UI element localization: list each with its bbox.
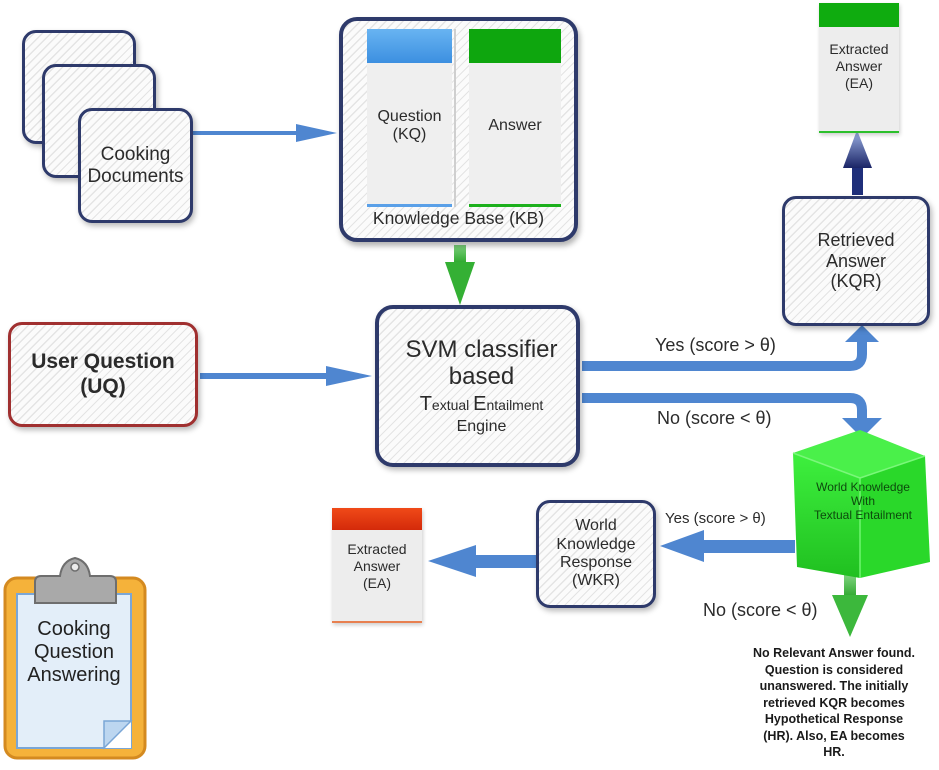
extracted-answer-top: Extracted Answer (EA) (819, 3, 899, 133)
retrieved-answer-line2: Answer (825, 250, 886, 271)
extracted-answer-bottom-line1: Extracted (347, 541, 407, 557)
engine-line3: Textual Entailment (419, 392, 544, 415)
kb-question-column: Question (KQ) (367, 29, 452, 207)
note-line: HR. (823, 745, 845, 759)
world-knowledge-line3: Textual Entailment (813, 507, 913, 522)
no-answer-note: No Relevant Answer found. Question is co… (730, 645, 938, 761)
edge-label-yes-top: Yes (score > θ) (655, 335, 776, 355)
engine-line1: SVM classifier (405, 335, 558, 363)
user-question-box: User Question (UQ) (8, 322, 198, 427)
retrieved-answer-line1: Retrieved (817, 229, 895, 250)
note-line: Question is considered (764, 662, 904, 677)
extracted-answer-bottom-line3: (EA) (363, 574, 391, 591)
kb-title: Knowledge Base (KB) (372, 208, 545, 228)
note-line: Hypothetical Response (764, 712, 904, 726)
extracted-answer-bottom: Extracted Answer (EA) (332, 508, 422, 623)
user-question-label: User Question (31, 350, 175, 374)
clipboard-line1: Cooking (37, 618, 111, 640)
kb-question-header-bar (367, 29, 452, 63)
kb-answer-header-bar (469, 29, 561, 63)
kb-answer-footer-line (469, 204, 561, 207)
kb-question-footer-line (367, 204, 452, 207)
kb-answer-column: Answer (469, 29, 561, 207)
engine-line4: Engine (456, 417, 507, 435)
note-line: No Relevant Answer found. (752, 646, 916, 660)
world-knowledge-line2: With (851, 493, 875, 508)
retrieved-answer-line3: (KQR) (830, 271, 882, 292)
extracted-answer-top-bar (819, 3, 899, 27)
world-knowledge-response-box: World Knowledge Response (WKR) (536, 500, 656, 608)
clipboard-icon (3, 556, 147, 760)
extracted-answer-top-line1: Extracted (829, 41, 889, 57)
retrieved-answer-box: Retrieved Answer (KQR) (782, 196, 930, 326)
arrow-engine-to-retrieved (582, 325, 879, 371)
kb-question-abbrev: (KQ) (392, 126, 427, 144)
arrow-documents-to-kb (193, 124, 337, 142)
edge-label-no-top: No (score < θ) (657, 408, 772, 428)
extracted-answer-top-line2: Answer (835, 57, 883, 74)
kb-answer-label: Answer (488, 117, 542, 134)
clipboard-label: Cooking Question Answering (17, 618, 131, 687)
wkr-line3: Response (559, 554, 633, 571)
arrow-uq-to-engine (200, 366, 372, 386)
wkr-line2: Knowledge (556, 535, 636, 553)
knowledge-base: Question (KQ) Answer Knowledge Base (KB) (339, 17, 578, 242)
world-knowledge-cube (792, 430, 930, 578)
clipboard-line2: Question (33, 641, 115, 663)
arrow-engine-to-world-knowledge (582, 393, 882, 438)
arrow-kb-to-engine (445, 245, 475, 305)
arrow-retrieved-to-extracted (843, 130, 872, 195)
documents-label-line2: Documents (87, 165, 184, 187)
world-knowledge-line1: World Knowledge (816, 480, 910, 494)
world-knowledge-label: World Knowledge With Textual Entailment (795, 480, 931, 522)
documents-label-line1: Cooking (100, 143, 171, 165)
edge-label-no-wk: No (score < θ) (703, 600, 818, 620)
extracted-answer-top-line3: (EA) (845, 74, 873, 91)
svm-te-engine: SVM classifier based Textual Entailment … (375, 305, 580, 467)
arrow-wkr-to-extracted (428, 545, 536, 577)
extracted-answer-bottom-footer-line (332, 621, 422, 623)
engine-line2: based (448, 363, 515, 391)
note-line: unanswered. The initially (759, 679, 909, 693)
clipboard-line3: Answering (27, 664, 121, 686)
note-line: (HR). Also, EA becomes (763, 728, 905, 743)
extracted-answer-bottom-bar (332, 508, 422, 530)
cooking-documents: Cooking Documents (78, 108, 193, 223)
wkr-line1: World (575, 517, 617, 535)
kb-question-label: Question (377, 108, 442, 125)
note-line: retrieved KQR becomes (763, 695, 905, 710)
user-question-abbrev: (UQ) (80, 374, 126, 398)
extracted-answer-top-footer-line (819, 131, 899, 133)
arrow-wk-to-wkr (660, 530, 795, 562)
extracted-answer-bottom-line2: Answer (353, 557, 401, 574)
edge-label-yes-wk: Yes (score > θ) (665, 510, 766, 527)
kb-column-divider (454, 29, 456, 207)
arrow-wk-to-note (832, 575, 868, 637)
wkr-line4: (WKR) (572, 572, 620, 590)
